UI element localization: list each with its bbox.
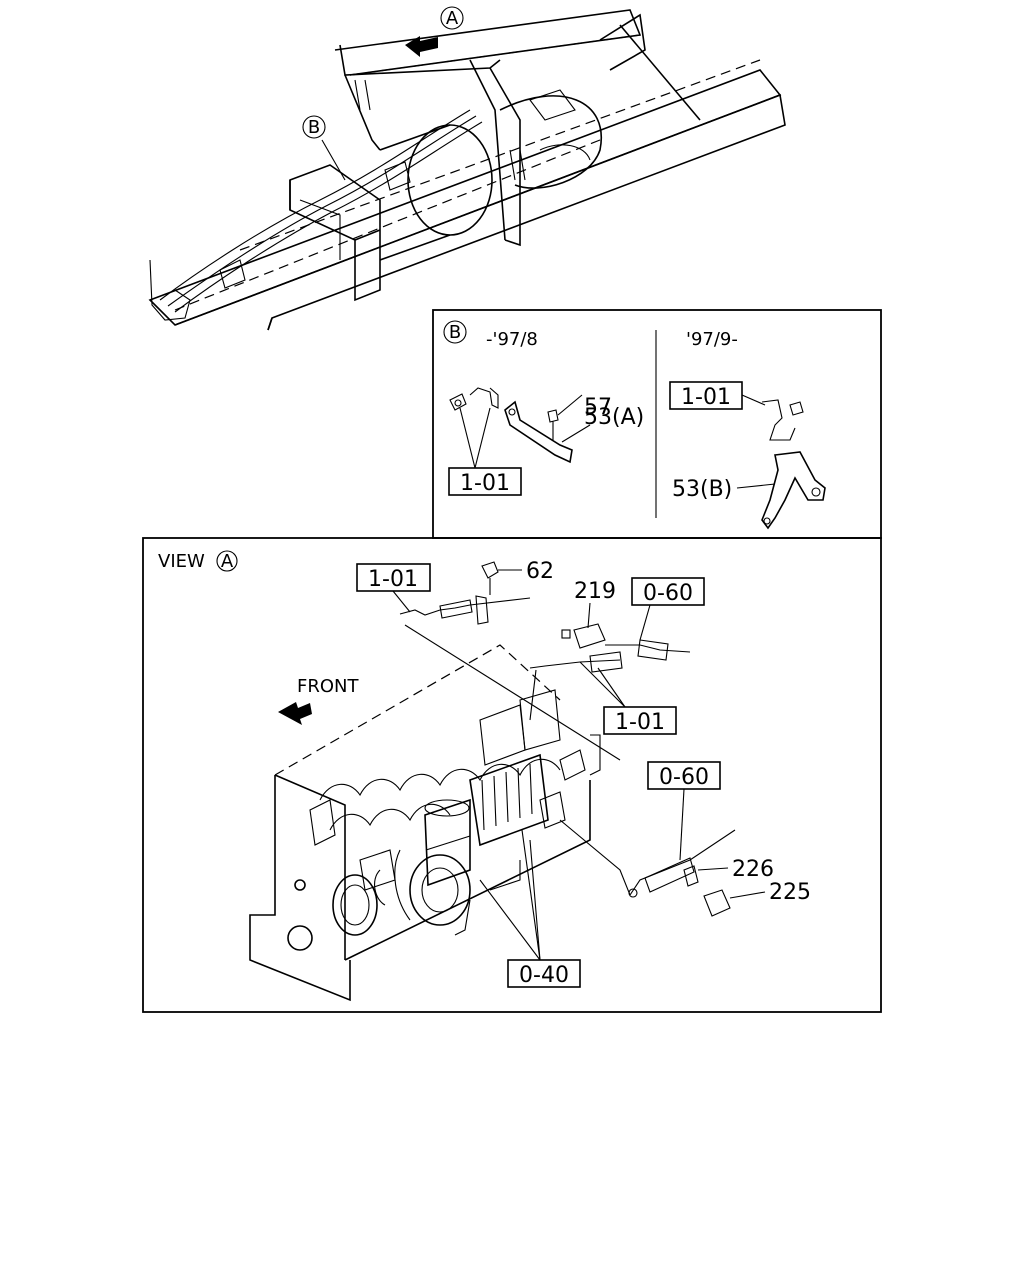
throttle-cable-drawing xyxy=(559,819,631,896)
ref-box-cable-upper xyxy=(356,563,431,592)
ref-box-engine xyxy=(507,959,581,988)
ref-late-label: 1-01 xyxy=(681,385,731,410)
view-marker: A xyxy=(221,551,234,572)
ref-cable-upper-label: 1-01 xyxy=(368,567,418,592)
part-219-label: 219 xyxy=(574,579,616,604)
ref-connector-upper-label: 0-60 xyxy=(643,581,693,606)
clamp-late-drawing xyxy=(761,399,796,441)
ref-box-cable-lower xyxy=(603,706,677,735)
clip-226-drawing xyxy=(683,865,699,887)
ref-box-early xyxy=(448,467,522,496)
bolt-57-drawing xyxy=(547,409,559,440)
front-arrow-icon xyxy=(278,702,312,725)
part-53a-label: 53(A) xyxy=(584,405,644,430)
front-label: FRONT xyxy=(297,676,359,697)
detail-b-marker-circle xyxy=(443,320,467,344)
engine-drawing xyxy=(249,644,601,1002)
svg-text:A: A xyxy=(446,8,459,29)
callout-a: A xyxy=(440,6,464,30)
bolt-62-drawing xyxy=(481,561,499,595)
svg-text:B: B xyxy=(308,117,320,138)
part-53b-label: 53(B) xyxy=(672,477,732,502)
ref-box-late xyxy=(669,381,743,410)
ref-early-label: 1-01 xyxy=(460,471,510,496)
ref-cable-lower-label: 1-01 xyxy=(615,710,665,735)
bracket-53b-drawing xyxy=(761,451,826,530)
view-title: VIEW xyxy=(158,551,205,572)
bracket-219-drawing xyxy=(573,623,606,649)
view-a-panel: VIEW A FRONT 1-01 62 219 0-60 1-01 xyxy=(142,537,882,1013)
ref-connector-lower-label: 0-60 xyxy=(659,765,709,790)
part-225-label: 225 xyxy=(769,880,811,905)
period-late-label: '97/9- xyxy=(686,329,738,350)
detail-b-panel: B -'97/8 '97/9- 1-01 57 53(A) 1-01 53(B xyxy=(432,309,882,539)
bolt-225-drawing xyxy=(703,889,731,917)
cable-upper-drawing xyxy=(399,597,531,616)
chassis-frame-drawing xyxy=(148,9,786,331)
clamp-early-drawing xyxy=(469,387,499,409)
period-early-label: -'97/8 xyxy=(486,329,538,350)
direction-arrow-icon xyxy=(405,36,438,57)
part-226-label: 226 xyxy=(732,857,774,882)
view-marker-circle xyxy=(216,550,238,572)
connector-upper-drawing xyxy=(605,644,691,653)
part-62-label: 62 xyxy=(526,559,554,584)
ref-box-connector-upper xyxy=(631,577,705,606)
ref-engine-label: 0-40 xyxy=(519,963,569,988)
bracket-53a-drawing xyxy=(504,400,573,464)
detail-b-marker: B xyxy=(449,322,461,343)
cable-middle-drawing xyxy=(529,659,621,669)
part-57-label: 57 xyxy=(584,395,612,420)
callout-b: B xyxy=(302,115,326,139)
